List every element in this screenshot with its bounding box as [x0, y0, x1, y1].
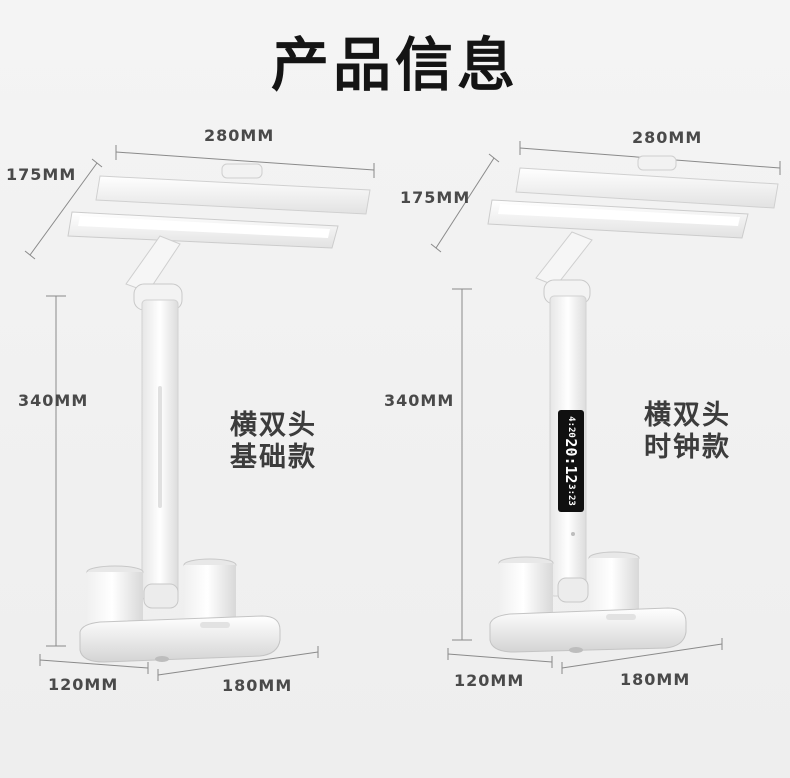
clock-readout: 4:20 20:12 3:23 [558, 410, 584, 512]
left-base-width-label: 180MM [222, 676, 293, 695]
left-depth-label: 175MM [6, 165, 77, 184]
right-caption-line2: 时钟款 [644, 432, 731, 463]
left-dimension-lines [24, 145, 375, 681]
right-base-depth-label: 120MM [454, 671, 525, 690]
right-base-width-label: 180MM [620, 670, 691, 689]
left-caption: 横双头 基础款 [230, 410, 317, 474]
right-caption-line1: 横双头 [644, 400, 731, 431]
left-width-label: 280MM [204, 126, 275, 145]
right-width-label: 280MM [632, 128, 703, 147]
left-caption-line1: 横双头 [230, 410, 317, 441]
right-dimension-lines [430, 141, 781, 674]
left-lamp [67, 163, 371, 663]
right-caption: 横双头 时钟款 [644, 400, 731, 464]
right-lamp [487, 155, 779, 653]
right-height-label: 340MM [384, 391, 455, 410]
page-title: 产品信息 [270, 31, 519, 99]
clock-display [558, 410, 584, 512]
left-height-label: 340MM [18, 391, 89, 410]
left-caption-line2: 基础款 [230, 442, 317, 473]
right-depth-label: 175MM [400, 188, 471, 207]
clock-date-value: 3:23 [566, 484, 576, 506]
left-base-depth-label: 120MM [48, 675, 119, 694]
